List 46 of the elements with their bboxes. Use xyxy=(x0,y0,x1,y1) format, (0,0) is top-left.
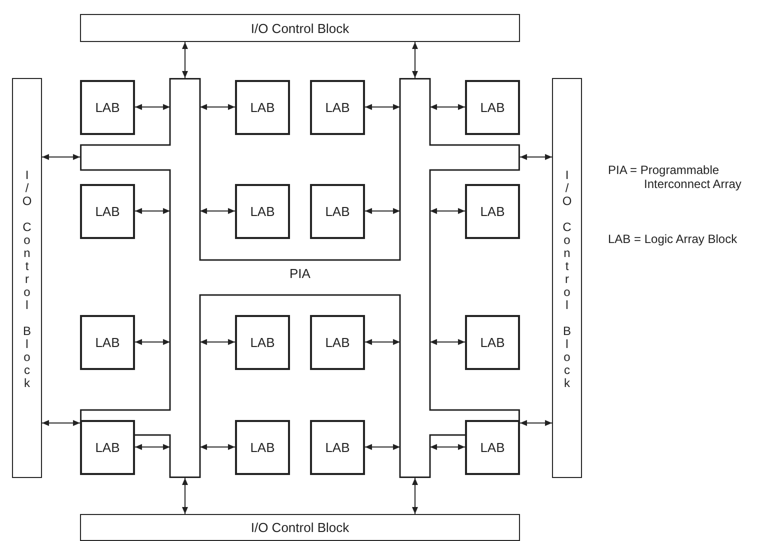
double-arrow xyxy=(200,339,236,345)
logic-block: LAB xyxy=(310,420,365,475)
double-arrow xyxy=(134,339,170,345)
legend-note: LAB = Logic Array Block xyxy=(608,232,738,246)
double-arrow xyxy=(200,444,236,450)
double-arrow xyxy=(430,208,466,214)
double-arrow xyxy=(42,154,80,160)
logic-block: LAB xyxy=(465,420,520,475)
double-arrow xyxy=(182,42,188,78)
double-arrow xyxy=(430,339,466,345)
double-arrow xyxy=(364,104,400,110)
io-control-block: I/O Control Block xyxy=(80,14,520,42)
logic-block: LAB xyxy=(80,315,135,370)
double-arrow xyxy=(520,154,552,160)
logic-block: LAB xyxy=(310,80,365,135)
double-arrow xyxy=(412,42,418,78)
double-arrow xyxy=(200,208,236,214)
logic-block: LAB xyxy=(465,184,520,239)
logic-block: LAB xyxy=(80,184,135,239)
double-arrow xyxy=(364,208,400,214)
io-control-block: I/O Control Block xyxy=(552,78,582,478)
double-arrow xyxy=(364,444,400,450)
logic-block: LAB xyxy=(235,420,290,475)
logic-block: LAB xyxy=(80,420,135,475)
logic-block: LAB xyxy=(235,80,290,135)
logic-block: LAB xyxy=(310,184,365,239)
double-arrow xyxy=(134,208,170,214)
logic-block: LAB xyxy=(235,184,290,239)
double-arrow xyxy=(134,104,170,110)
io-control-block: I/O Control Block xyxy=(80,514,520,541)
double-arrow xyxy=(520,420,552,426)
double-arrow xyxy=(200,104,236,110)
double-arrow xyxy=(42,420,80,426)
double-arrow xyxy=(182,478,188,514)
logic-block: LAB xyxy=(465,80,520,135)
double-arrow xyxy=(430,104,466,110)
double-arrow xyxy=(364,339,400,345)
double-arrow xyxy=(412,478,418,514)
logic-block: LAB xyxy=(235,315,290,370)
legend-note: PIA = Programmable Interconnect Array xyxy=(608,163,742,191)
logic-block: LAB xyxy=(310,315,365,370)
double-arrow xyxy=(134,444,170,450)
io-control-block: I/O Control Block xyxy=(12,78,42,478)
double-arrow xyxy=(430,444,466,450)
logic-block: LAB xyxy=(80,80,135,135)
logic-block: LAB xyxy=(465,315,520,370)
